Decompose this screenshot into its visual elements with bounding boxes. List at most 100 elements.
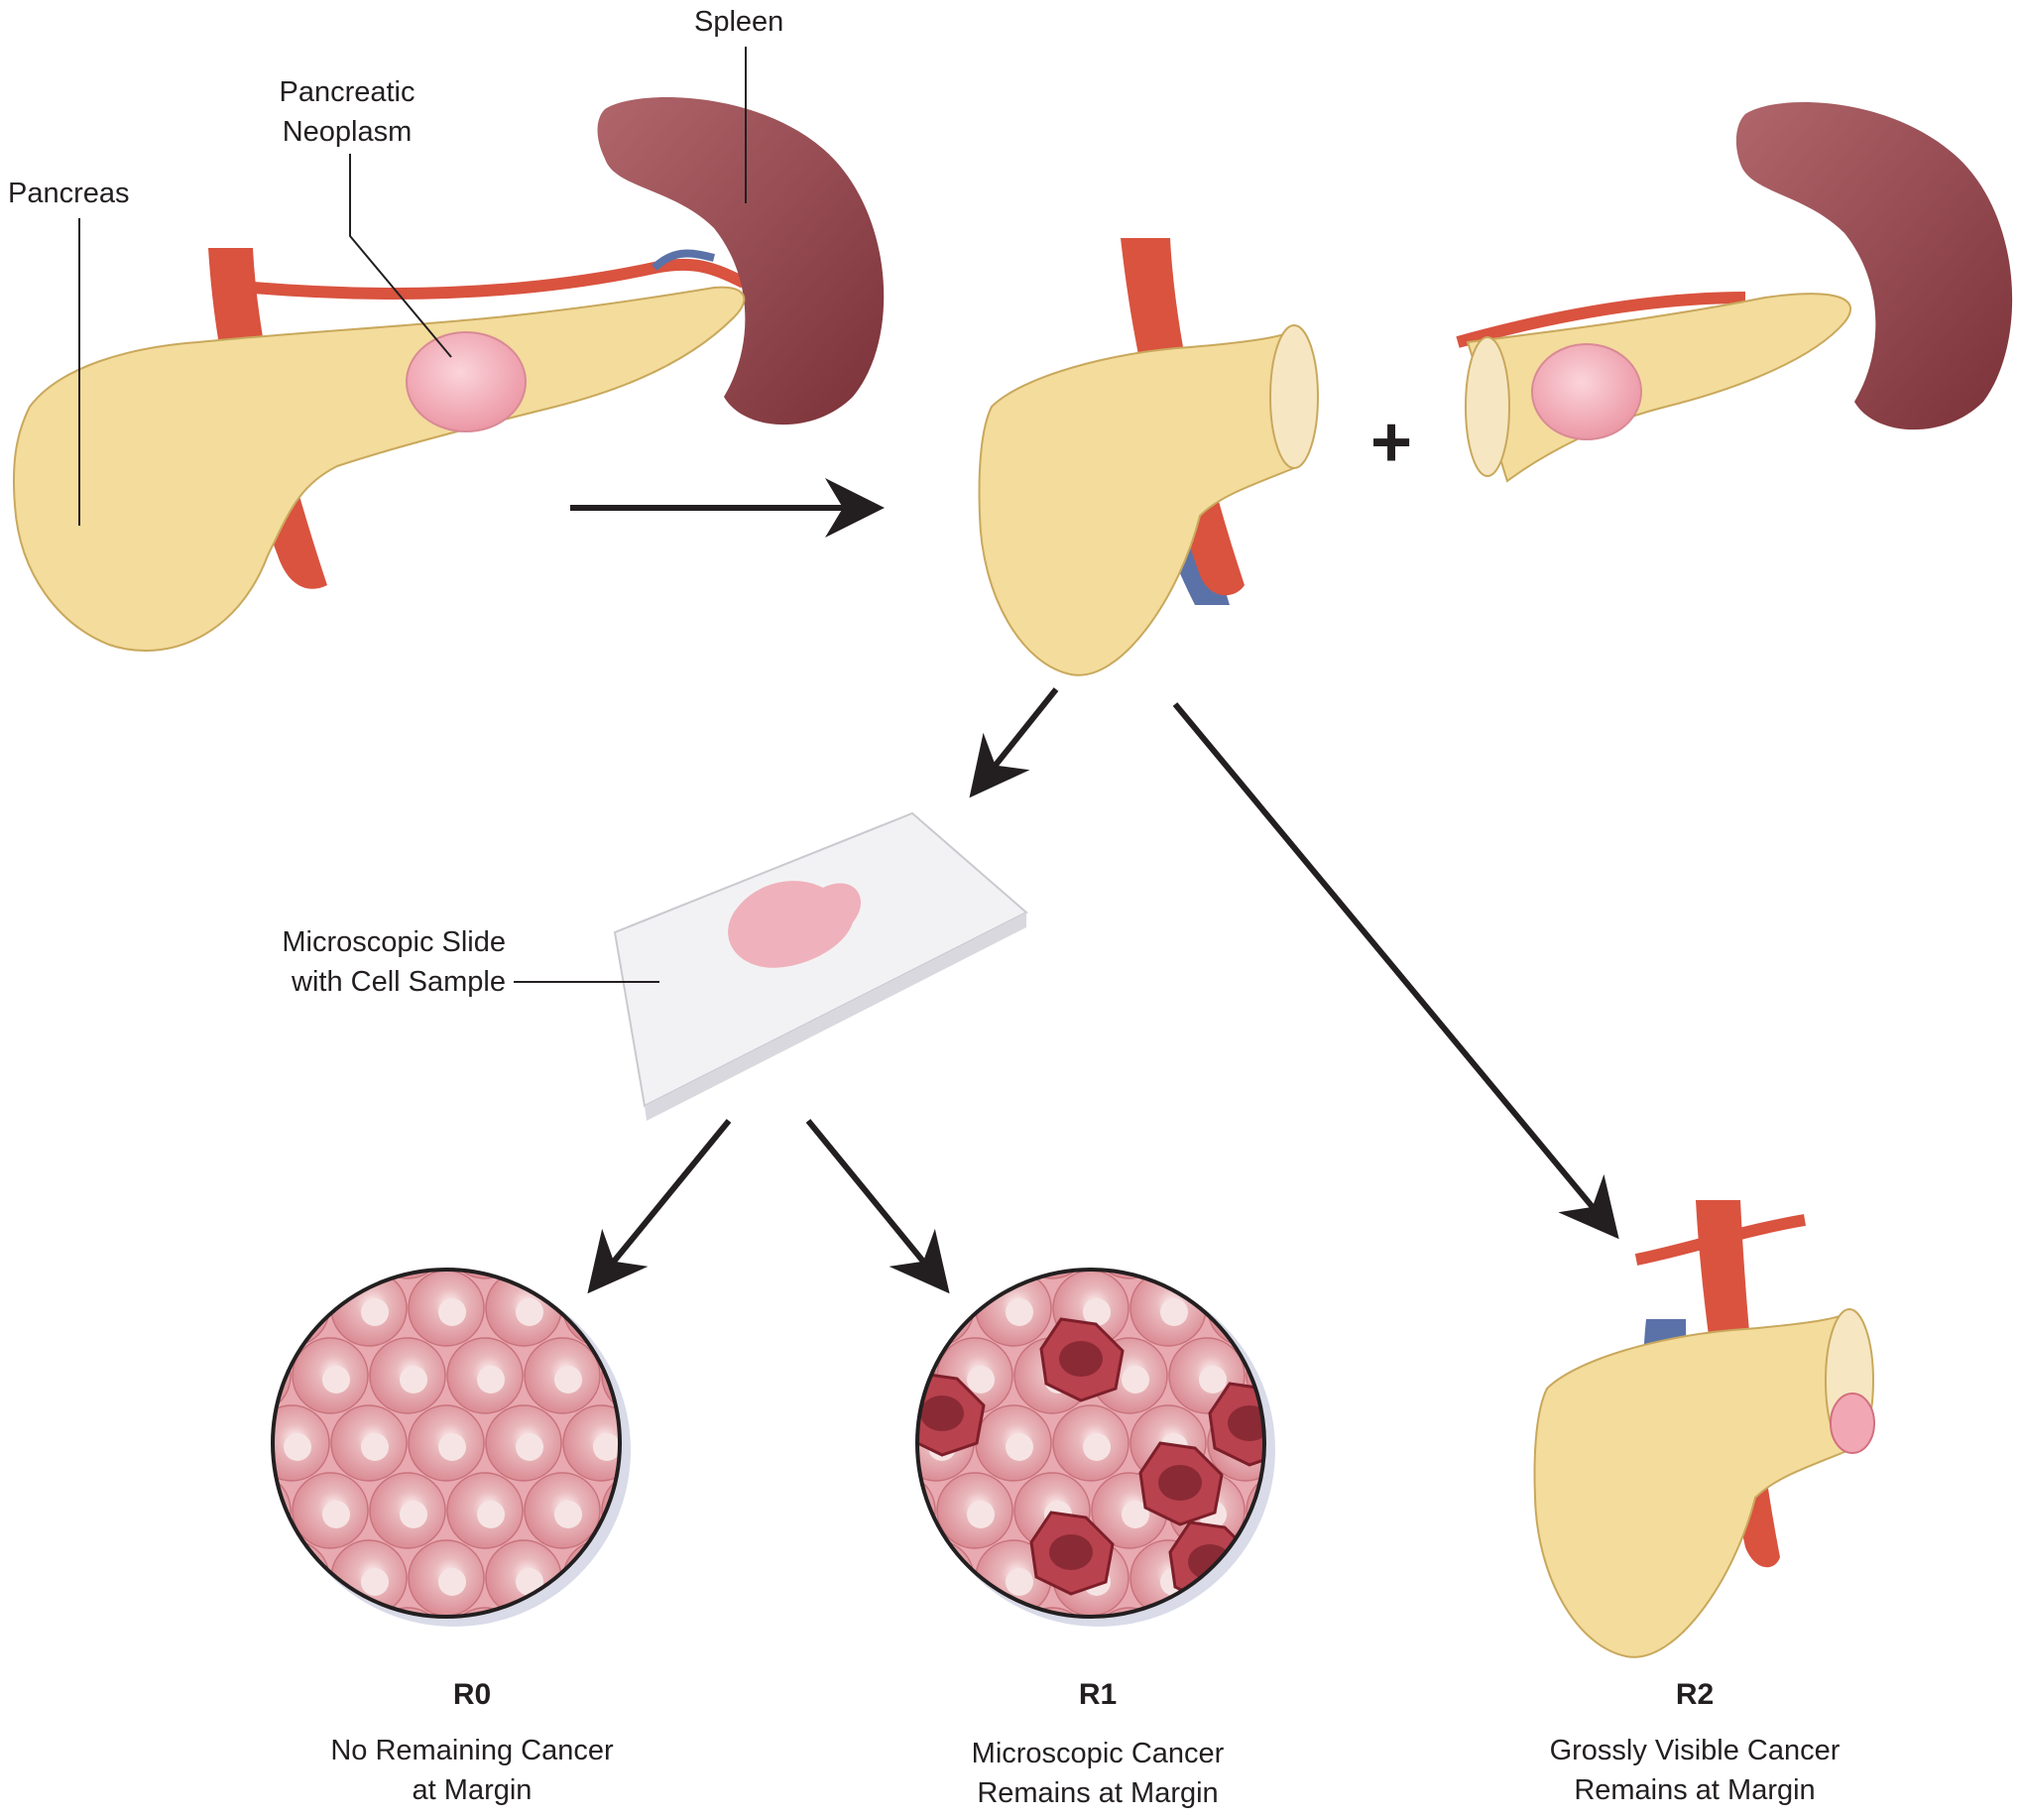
cell-nucleus <box>1083 1298 1111 1326</box>
normal-cell <box>821 1405 896 1481</box>
normal-cell <box>744 1136 819 1211</box>
normal-cell <box>524 1270 601 1279</box>
normal-cell <box>1013 1270 1091 1279</box>
cell-nucleus <box>129 1433 157 1461</box>
cell-nucleus <box>206 1568 234 1596</box>
cell-nucleus <box>322 1366 350 1394</box>
cell-nucleus <box>748 1703 775 1731</box>
cell-nucleus <box>593 1703 621 1731</box>
cell-nucleus <box>400 1501 427 1528</box>
normal-cell <box>1363 1405 1438 1481</box>
r2-description-line2: Remains at Margin <box>1574 1774 1816 1806</box>
normal-cell <box>679 1608 755 1683</box>
normal-cell <box>757 1338 832 1413</box>
normal-cell <box>718 1271 793 1346</box>
cell-nucleus <box>593 1298 620 1326</box>
pancreatic-neoplasm <box>406 331 527 432</box>
cell-nucleus <box>1199 1636 1227 1663</box>
cell-nucleus <box>438 1433 466 1461</box>
normal-cell <box>757 1473 832 1548</box>
cell-nucleus <box>1122 1231 1149 1259</box>
cell-nucleus <box>245 1636 273 1663</box>
cell-nucleus <box>477 1231 505 1259</box>
normal-cell <box>782 1473 858 1548</box>
cell-nucleus <box>168 1366 195 1394</box>
spleen-label: Spleen <box>694 6 784 38</box>
normal-cell <box>744 1675 819 1751</box>
pancreas-organ <box>12 286 746 652</box>
pancreas-head <box>978 330 1301 676</box>
normal-cell <box>446 1607 524 1617</box>
cancer-nucleus <box>1059 1341 1103 1377</box>
cell-nucleus <box>1006 1163 1033 1191</box>
cell-nucleus <box>400 1366 427 1394</box>
normal-cell <box>641 1540 716 1616</box>
normal-cell <box>1246 1337 1264 1414</box>
cell-nucleus <box>812 1636 840 1663</box>
normal-cell <box>821 1271 896 1346</box>
cell-nucleus <box>284 1703 311 1731</box>
cell-nucleus <box>168 1231 195 1259</box>
cell-nucleus <box>670 1703 698 1731</box>
normal-cell <box>757 1608 832 1683</box>
normal-cell <box>1285 1271 1361 1346</box>
cell-nucleus <box>851 1433 879 1461</box>
cell-nucleus <box>400 1636 427 1663</box>
normal-cell <box>1013 1607 1091 1617</box>
cell-nucleus <box>554 1231 582 1259</box>
normal-cell <box>917 1607 936 1617</box>
normal-cell <box>273 1539 330 1617</box>
r1-description-line1: Microscopic Cancer <box>971 1738 1225 1769</box>
cut-margin <box>1465 336 1510 477</box>
cell-nucleus <box>773 1298 801 1326</box>
normal-cell <box>679 1203 755 1278</box>
cell-nucleus <box>1431 1501 1459 1528</box>
cell-nucleus <box>245 1231 273 1259</box>
normal-cell <box>138 1608 213 1683</box>
normal-cell <box>1401 1338 1477 1413</box>
normal-cell <box>563 1136 639 1211</box>
cell-nucleus <box>1392 1568 1420 1596</box>
cell-nucleus <box>1160 1298 1188 1326</box>
remaining-pancreas-illustration <box>978 238 1319 676</box>
cell-nucleus <box>1315 1298 1343 1326</box>
normal-cell <box>177 1271 252 1346</box>
cell-nucleus <box>812 1366 840 1394</box>
visible-tumor-at-margin <box>1830 1393 1875 1454</box>
cell-nucleus <box>245 1366 273 1394</box>
normal-cell <box>1168 1270 1246 1279</box>
cell-nucleus <box>516 1298 543 1326</box>
arrow-to-slide <box>969 687 1059 798</box>
cell-nucleus <box>1083 1433 1111 1461</box>
cell-nucleus <box>773 1568 801 1596</box>
normal-cell <box>177 1540 252 1616</box>
cell-nucleus <box>1392 1703 1420 1731</box>
normal-cell <box>601 1337 620 1414</box>
cell-nucleus <box>322 1231 350 1259</box>
normal-cell <box>601 1607 620 1617</box>
cell-nucleus <box>773 1163 801 1191</box>
cell-nucleus <box>1276 1366 1304 1394</box>
cell-nucleus <box>812 1501 840 1528</box>
normal-cell <box>1207 1270 1264 1347</box>
cell-nucleus <box>1315 1568 1343 1596</box>
normal-cell <box>1401 1608 1477 1683</box>
cell-nucleus <box>284 1568 311 1596</box>
cell-nucleus <box>1238 1703 1265 1731</box>
cell-nucleus <box>709 1636 737 1663</box>
cell-nucleus <box>1431 1636 1459 1663</box>
normal-cell <box>917 1472 936 1549</box>
cell-nucleus <box>206 1163 234 1191</box>
normal-cell <box>782 1203 858 1278</box>
cell-nucleus <box>245 1501 273 1528</box>
normal-cell <box>292 1270 369 1279</box>
normal-cell <box>1363 1136 1438 1211</box>
normal-cell <box>1246 1270 1264 1279</box>
cell-nucleus <box>1354 1366 1381 1394</box>
cell-nucleus <box>1354 1231 1381 1259</box>
normal-cell <box>138 1203 213 1278</box>
normal-cell <box>744 1271 819 1346</box>
normal-cell <box>138 1473 213 1548</box>
cell-nucleus <box>851 1703 879 1731</box>
cell-nucleus <box>1354 1636 1381 1663</box>
